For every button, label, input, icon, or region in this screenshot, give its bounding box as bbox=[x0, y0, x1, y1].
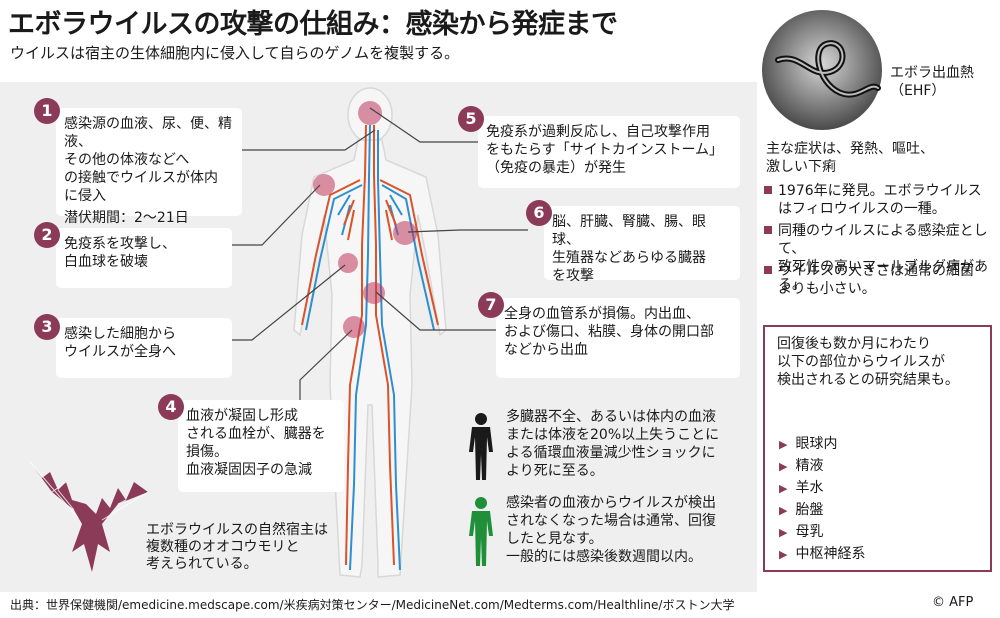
fact-3: ウイルスの大きさは通常の細菌 よりも小さい。 bbox=[764, 262, 974, 298]
recovery-figure-icon bbox=[469, 497, 493, 566]
bat-host-text: エボラウイルスの自然宿主は 複数種のオオコウモリと 考えられている。 bbox=[146, 522, 328, 572]
site-item: ▶中枢神経系 bbox=[779, 546, 866, 562]
page-title: エボラウイルスの攻撃の仕組み：感染から発症まで bbox=[8, 9, 618, 40]
step-3-badge: 3 bbox=[34, 314, 60, 340]
fact-3-text: ウイルスの大きさは通常の細菌 よりも小さい。 bbox=[778, 263, 974, 297]
connector-5 bbox=[369, 107, 478, 143]
connector-1 bbox=[242, 129, 376, 151]
infection-spot-pelvis bbox=[363, 282, 385, 304]
after-recovery-box: 回復後も数か月にわたり 以下の部位からウイルスが 検出されるとの研究結果も。 ▶… bbox=[763, 325, 992, 572]
body-illustration bbox=[293, 87, 447, 578]
fact-2-text: 同種のウイルスによる感染症として、 致死性の高いマールブルグ病がある。 bbox=[778, 223, 988, 293]
site-label: 精液 bbox=[795, 458, 824, 474]
torso-outline bbox=[293, 139, 447, 578]
connector-2 bbox=[232, 184, 321, 246]
step-7-badge: 7 bbox=[478, 292, 504, 318]
step-5-text: 免疫系が過剰反応し、自己攻撃作用 をもたらす「サイトカインストーム」 （免疫の暴… bbox=[486, 124, 724, 176]
site-label: 中枢神経系 bbox=[795, 546, 866, 562]
step-3-text: 感染した細胞から ウイルスが全身へ bbox=[64, 326, 176, 360]
bat-icon bbox=[29, 461, 149, 572]
site-item: ▶母乳 bbox=[779, 524, 824, 540]
site-label: 胎盤 bbox=[795, 502, 824, 518]
step-2-badge: 2 bbox=[34, 222, 60, 248]
death-figure-icon bbox=[469, 413, 493, 480]
connector-3 bbox=[232, 264, 346, 341]
connector-7 bbox=[375, 291, 496, 331]
infection-spot-groin bbox=[343, 316, 365, 338]
step-7-text: 全身の血管系が損傷。内出血、 および傷口、粘膜、身体の開口部 などから出血 bbox=[504, 306, 714, 358]
infection-spot-shoulder bbox=[313, 174, 335, 196]
step-5-box: 免疫系が過剰反応し、自己攻撃作用 をもたらす「サイトカインストーム」 （免疫の暴… bbox=[478, 116, 740, 188]
step-1-badge: 1 bbox=[34, 98, 60, 124]
infection-spot-liver bbox=[393, 221, 417, 245]
symptoms-text: 主な症状は、発熱、嘔吐、 激しい下痢 bbox=[766, 141, 934, 175]
site-item: ▶眼球内 bbox=[779, 436, 838, 452]
afp-credit: © AFP bbox=[932, 595, 974, 610]
step-5-badge: 5 bbox=[458, 106, 484, 132]
fact-2: 同種のウイルスによる感染症として、 致死性の高いマールブルグ病がある。 bbox=[764, 222, 1000, 294]
fact-1: 1976年に発見。エボラウイルス はフィロウイルスの一種。 bbox=[764, 182, 982, 218]
step-6-badge: 6 bbox=[526, 200, 552, 226]
step-7-box: 全身の血管系が損傷。内出血、 および傷口、粘膜、身体の開口部 などから出血 bbox=[496, 298, 740, 378]
site-item: ▶精液 bbox=[779, 458, 824, 474]
step-6-box: 脳、肝臓、腎臓、腸、眼球、 生殖器などあらゆる臓器 を攻撃 bbox=[544, 206, 740, 284]
site-item: ▶胎盤 bbox=[779, 502, 824, 518]
connector-6 bbox=[407, 229, 528, 233]
recovery-outcome-text: 感染者の血液からウイルスが検出 されなくなった場合は通常、回復 したと見なす。 … bbox=[506, 495, 716, 565]
step-1-text: 感染源の血液、尿、便、精液、 その他の体液などへ の接触でウイルスが体内 に侵入 bbox=[64, 116, 232, 204]
infection-spot-abdomen bbox=[338, 253, 358, 273]
virus-label: エボラ出血熱 （EHF） bbox=[890, 65, 974, 99]
infection-spot-head bbox=[358, 101, 382, 125]
step-4-text: 血液が凝固し形成 される血栓が、臓器を 損傷。 血液凝固因子の急減 bbox=[186, 408, 326, 478]
site-label: 羊水 bbox=[795, 480, 824, 496]
step-1-incubation: 潜伏期間：2〜21日 bbox=[64, 210, 189, 226]
step-2-box: 免疫系を攻撃し、 白血球を破壊 bbox=[56, 228, 232, 288]
step-4-box: 血液が凝固し形成 される血栓が、臓器を 損傷。 血液凝固因子の急減 bbox=[178, 400, 344, 492]
page-subtitle: ウイルスは宿主の生体細胞内に侵入して自らのゲノムを複製する。 bbox=[10, 44, 460, 62]
step-6-text: 脳、肝臓、腎臓、腸、眼球、 生殖器などあらゆる臓器 を攻撃 bbox=[552, 214, 706, 284]
step-1-box: 感染源の血液、尿、便、精液、 その他の体液などへ の接触でウイルスが体内 に侵入… bbox=[56, 108, 242, 226]
virus-micrograph-icon bbox=[762, 10, 882, 130]
after-recovery-intro: 回復後も数か月にわたり 以下の部位からウイルスが 検出されるとの研究結果も。 bbox=[777, 336, 959, 388]
step-4-badge: 4 bbox=[158, 394, 184, 420]
source-footer: 出典：世界保健機関/emedicine.medscape.com/米疾病対策セン… bbox=[10, 598, 735, 612]
death-outcome-text: 多臓器不全、あるいは体内の血液 または体液を20%以上失うことに よる循環血液量… bbox=[506, 409, 720, 479]
site-item: ▶羊水 bbox=[779, 480, 824, 496]
fact-1-text: 1976年に発見。エボラウイルス はフィロウイルスの一種。 bbox=[778, 183, 982, 217]
step-2-text: 免疫系を攻撃し、 白血球を破壊 bbox=[64, 236, 176, 270]
step-3-box: 感染した細胞から ウイルスが全身へ bbox=[56, 318, 232, 378]
site-label: 母乳 bbox=[795, 524, 824, 540]
site-label: 眼球内 bbox=[795, 436, 838, 452]
